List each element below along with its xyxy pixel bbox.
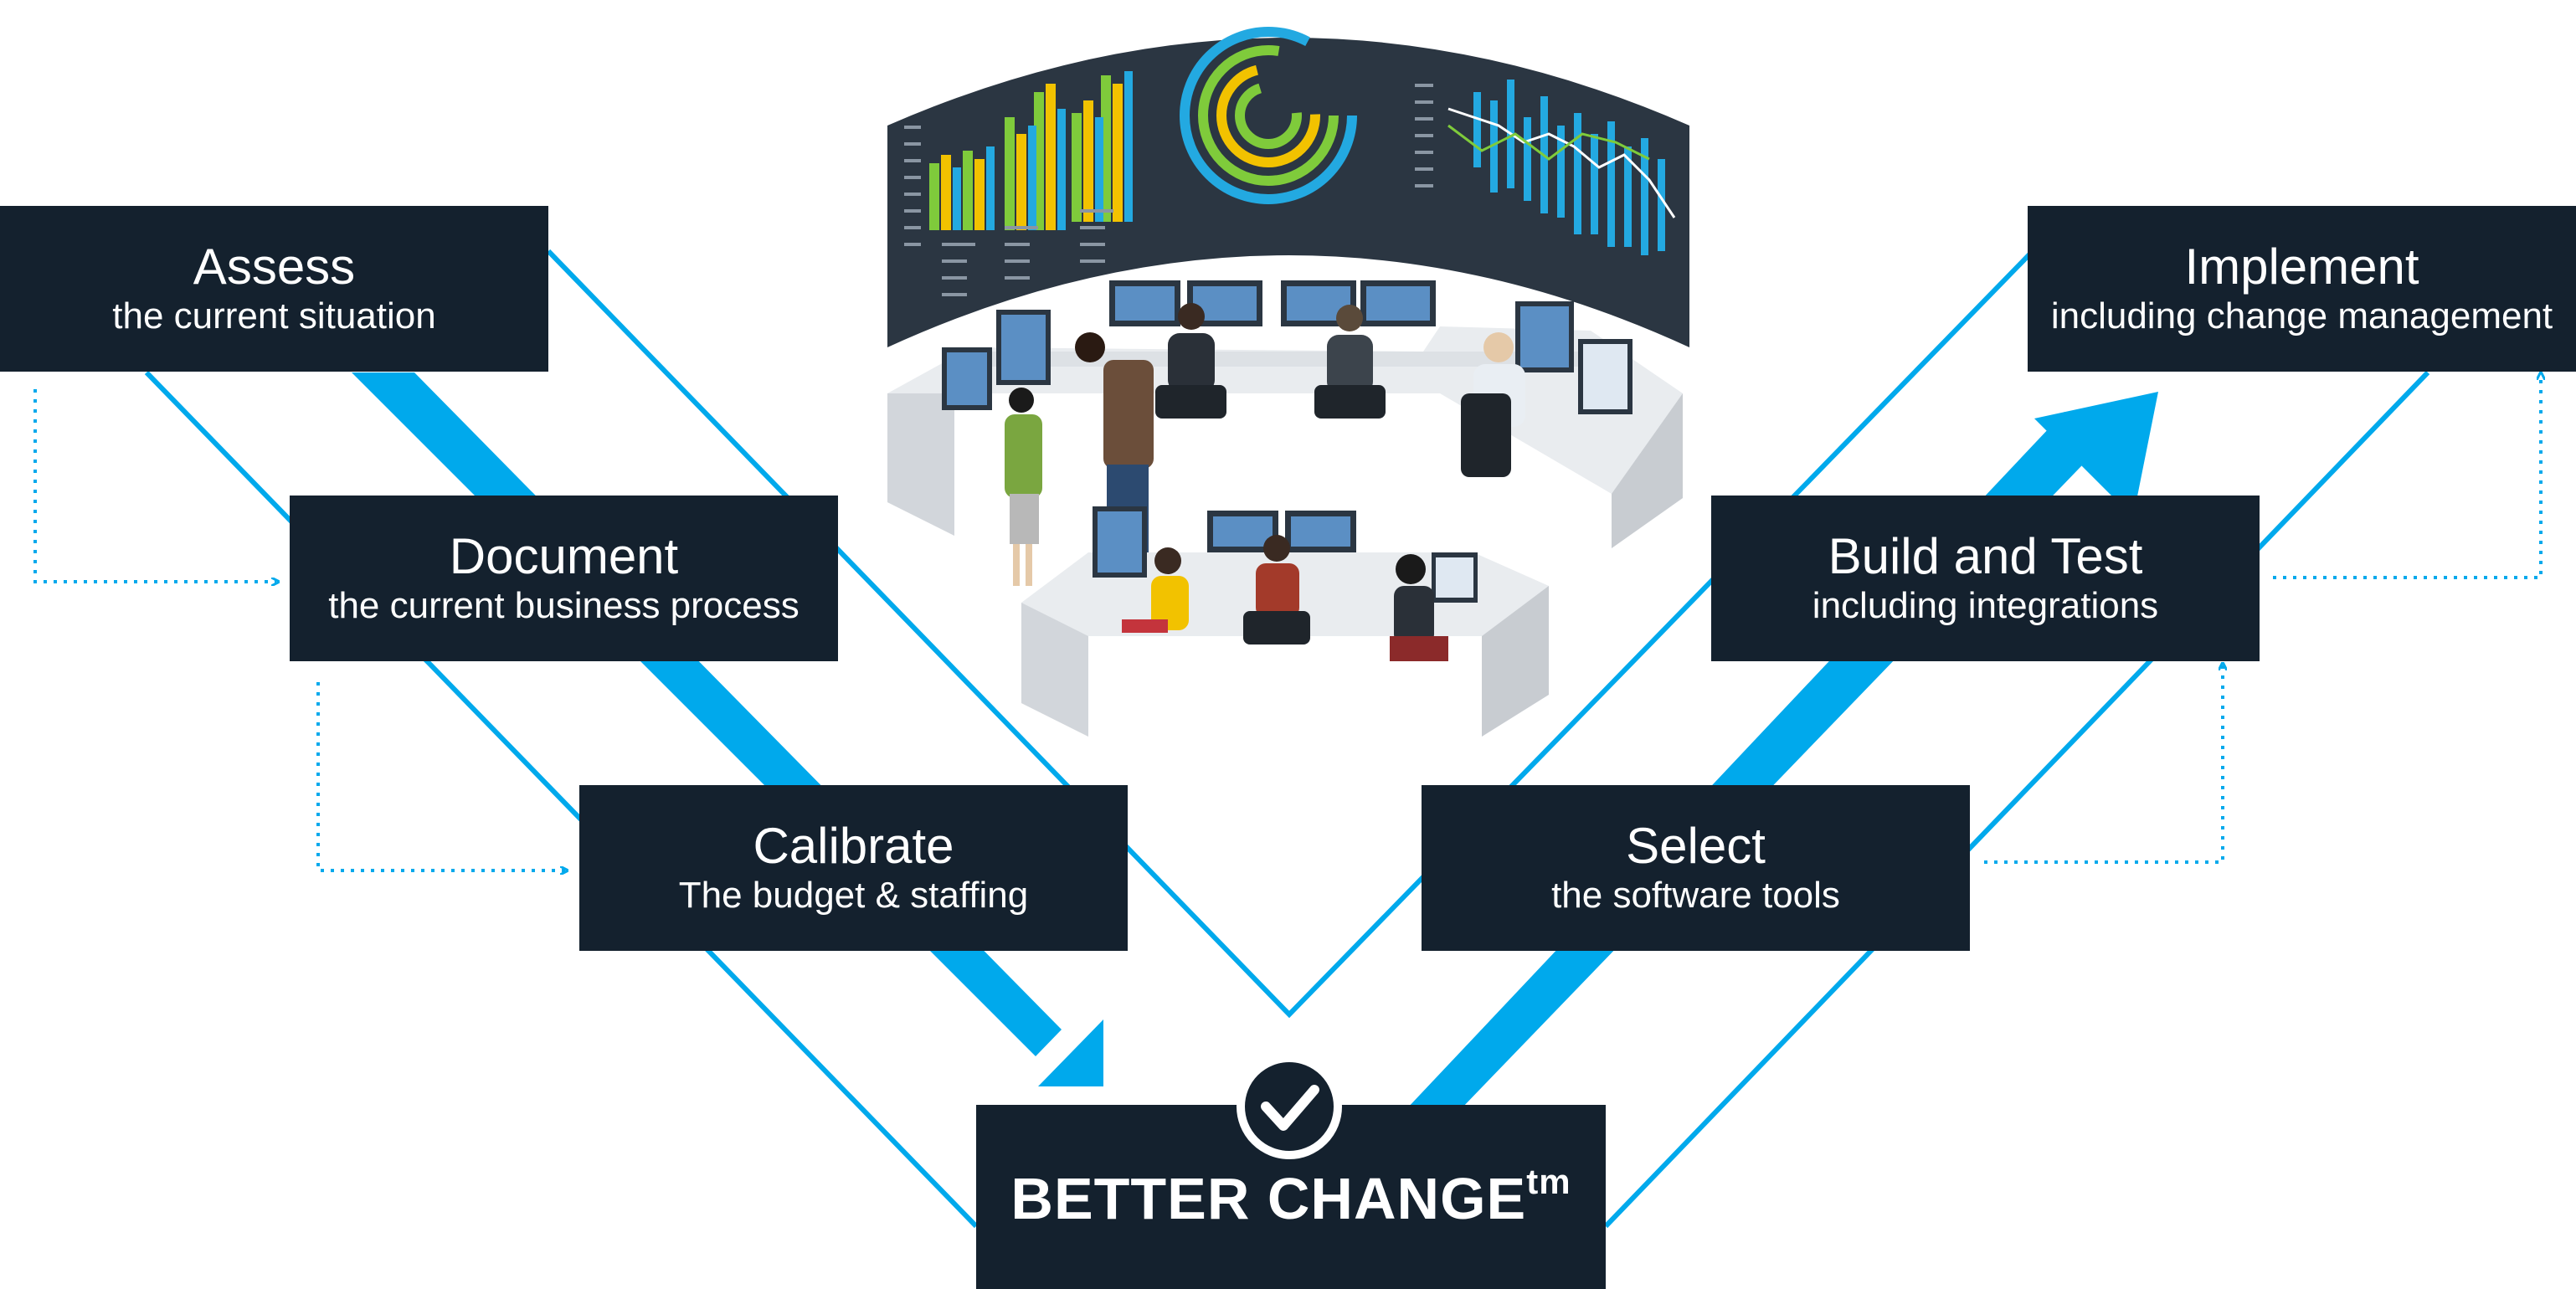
back-monitors [942, 280, 1632, 414]
step-assess: Assess the current situation [0, 206, 548, 372]
trademark-superscript: tm [1526, 1162, 1571, 1201]
better-change-label: BETTER CHANGE [1010, 1166, 1527, 1231]
step-title: Calibrate [753, 818, 954, 874]
people-icon [1005, 303, 1525, 586]
dotted-connector-3 [1984, 665, 2223, 864]
front-people-icon [1122, 535, 1448, 661]
screen-labels-icon [904, 84, 1433, 296]
better-change-title: BETTER CHANGEtm [976, 1162, 1606, 1232]
check-icon [1261, 1085, 1319, 1131]
step-subtitle: the software tools [1551, 875, 1840, 916]
screen-bar-chart-icon [929, 71, 1133, 230]
step-implement: Implement including change management [2028, 206, 2576, 372]
step-calibrate: Calibrate The budget & staffing [579, 785, 1128, 951]
dotted-connector-4 [2273, 375, 2541, 579]
step-subtitle: The budget & staffing [678, 875, 1029, 916]
control-room-illustration [887, 27, 1689, 737]
dotted-connector-1 [33, 389, 276, 582]
step-title: Document [449, 528, 679, 584]
step-build-and-test: Build and Test including integrations [1711, 496, 2260, 661]
step-subtitle: the current situation [112, 295, 436, 336]
step-title: Build and Test [1828, 528, 2143, 584]
step-subtitle: the current business process [328, 585, 800, 626]
check-badge [1237, 1054, 1342, 1159]
screen-donut-chart-icon [1180, 27, 1357, 204]
dotted-connectors [33, 375, 2541, 870]
step-title: Select [1626, 818, 1766, 874]
dotted-connector-2 [316, 682, 565, 870]
step-document: Document the current business process [290, 496, 838, 661]
step-title: Assess [193, 239, 356, 295]
left-outer-line [144, 370, 979, 1229]
right-outer-line [1603, 370, 2430, 1229]
down-arrow-shaft [352, 372, 1062, 1056]
step-select: Select the software tools [1422, 785, 1970, 951]
step-subtitle: including change management [2050, 295, 2553, 336]
step-title: Implement [2184, 239, 2419, 295]
screen-line-chart-icon [1447, 80, 1676, 255]
up-arrow-head [2034, 392, 2158, 517]
thick-arrows [352, 372, 2158, 1109]
step-subtitle: including integrations [1812, 585, 2159, 626]
check-circle [1237, 1054, 1342, 1159]
down-arrow-head [1038, 1019, 1103, 1086]
